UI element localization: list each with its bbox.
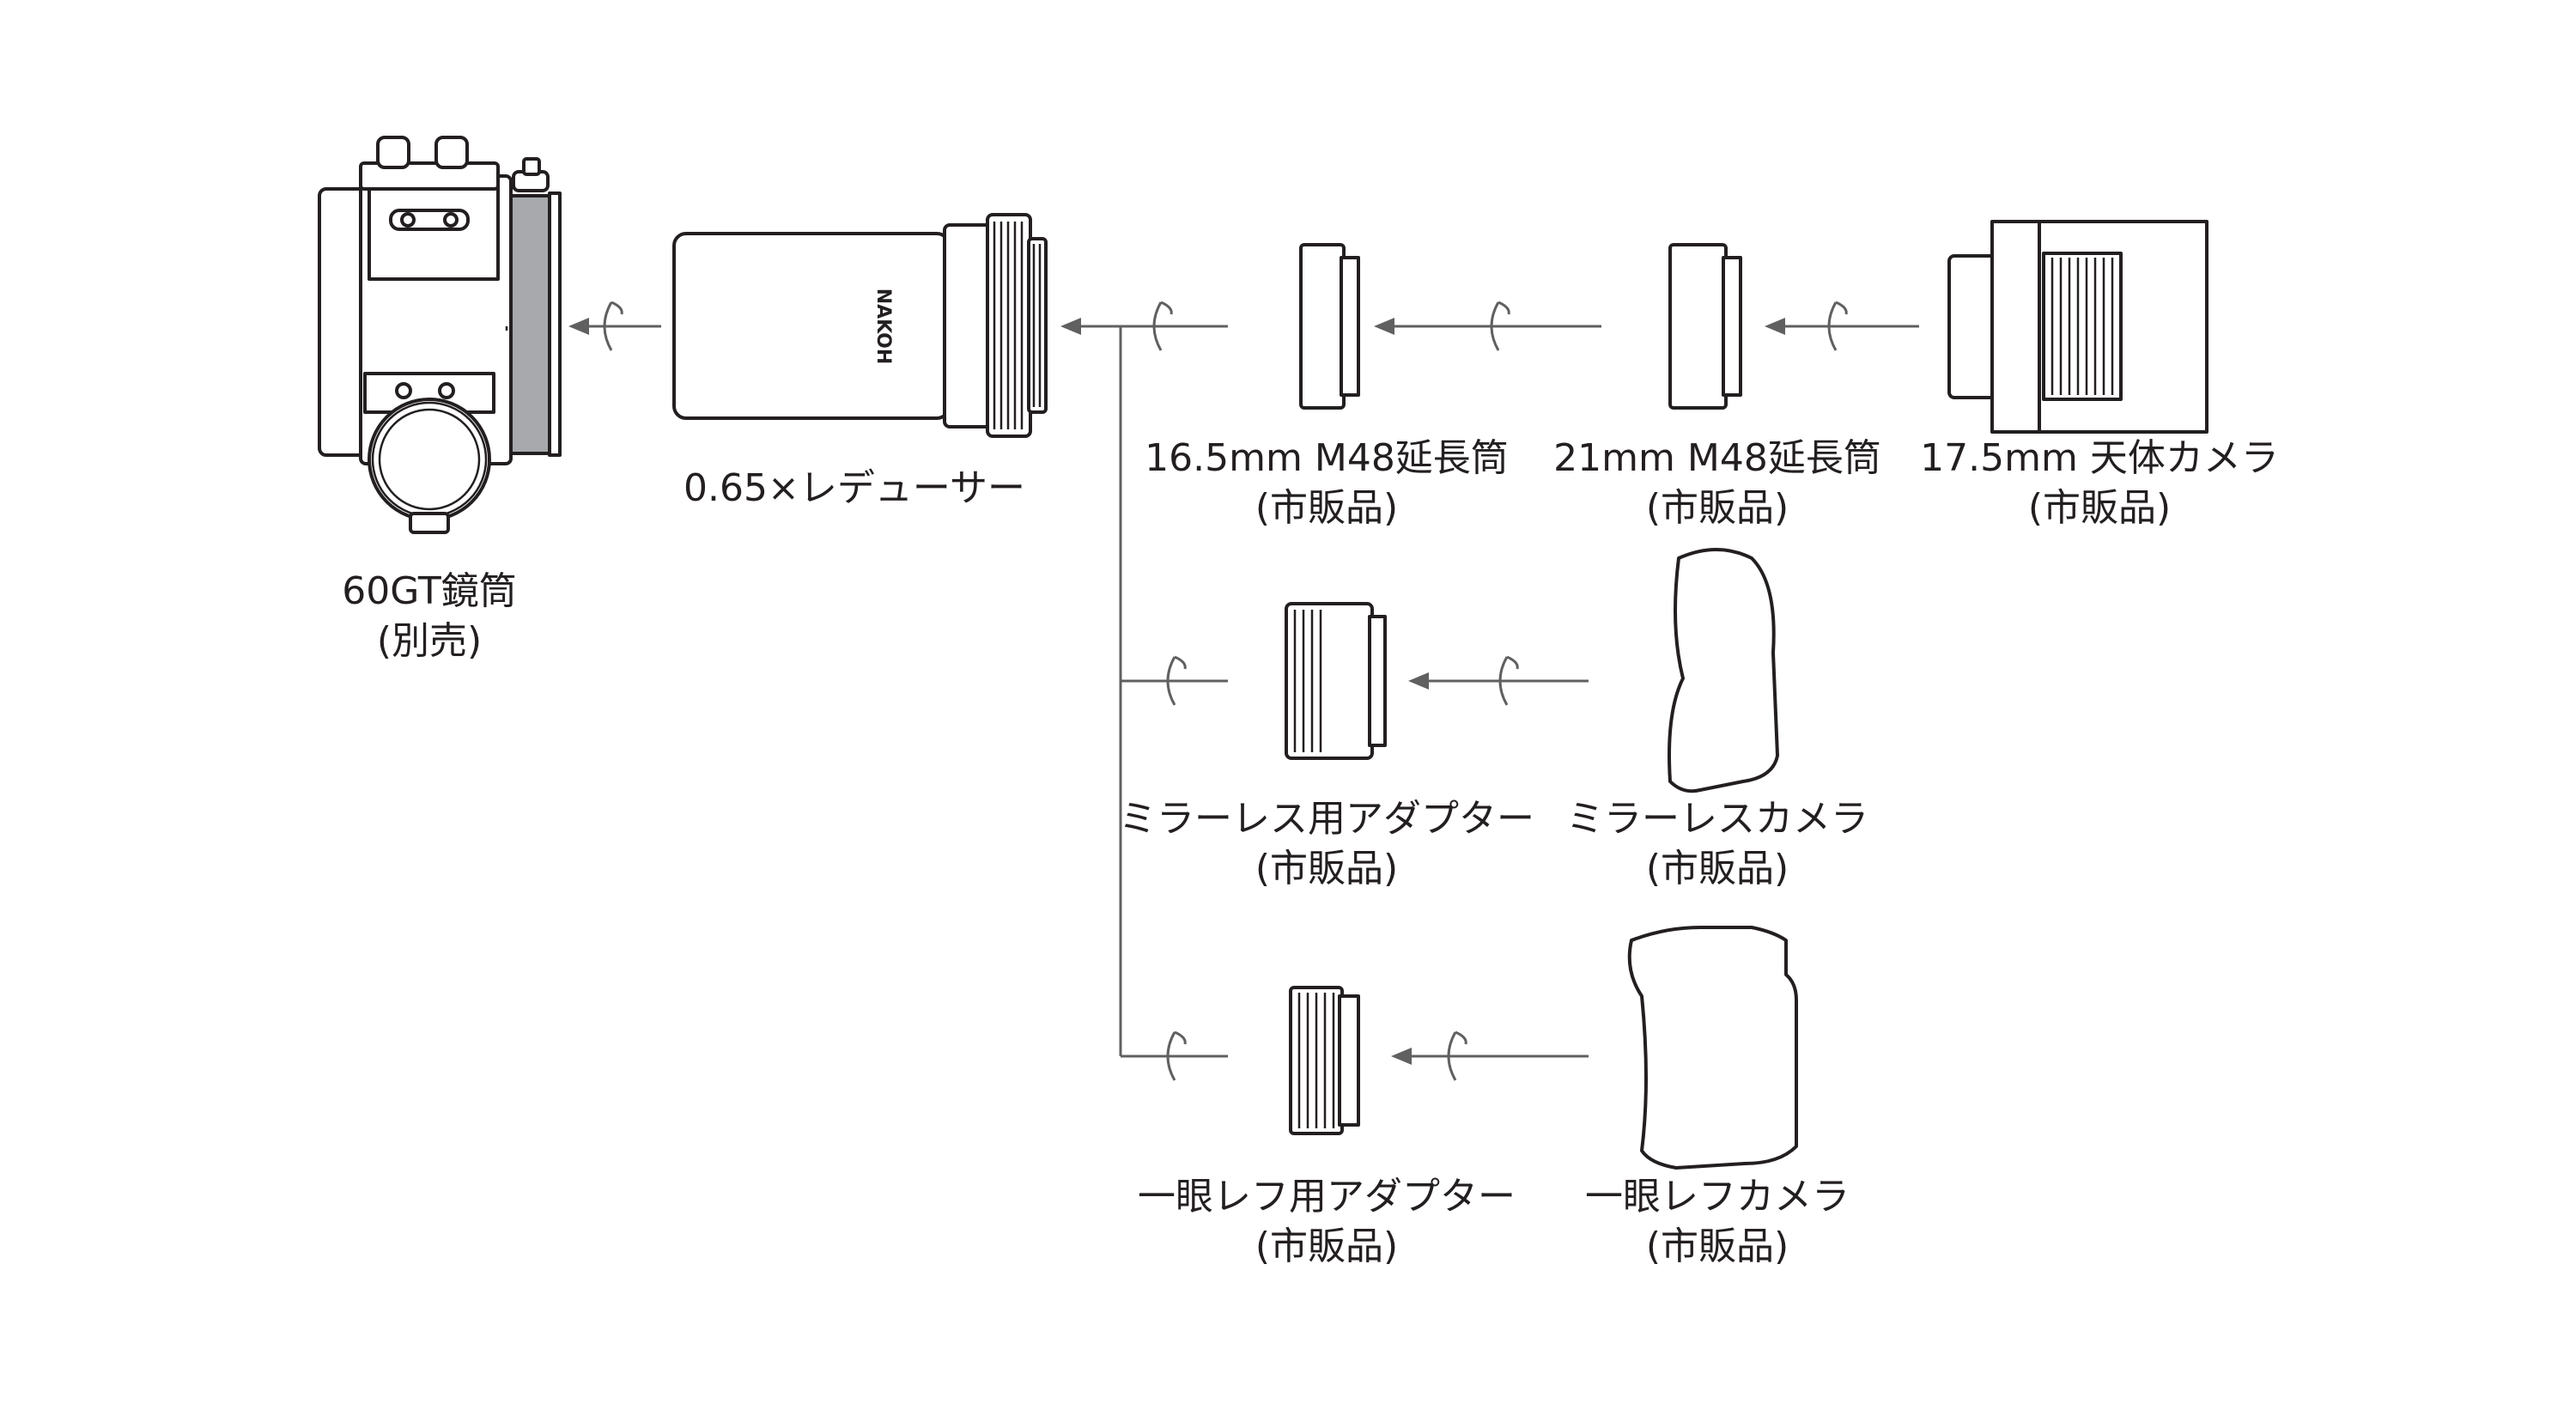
mirrorless-camera-note: (市販品) bbox=[1645, 847, 1789, 890]
scope-name: 60GT鏡筒 bbox=[342, 569, 517, 613]
slr-camera-note: (市販品) bbox=[1645, 1225, 1789, 1268]
extension-16-5-illustration bbox=[1299, 243, 1601, 410]
brand-logo-text: NAKOH bbox=[872, 289, 894, 365]
astro-camera-note: (市販品) bbox=[2027, 486, 2172, 530]
caption-scope: 60GT鏡筒 (別売) bbox=[342, 567, 516, 666]
mirrorless-camera-illustration bbox=[1668, 548, 1779, 793]
arrow-to-scope bbox=[568, 301, 661, 351]
caption-ext-21: 21mm M48延長筒 (市販品) bbox=[1553, 434, 1881, 533]
reducer-name: 0.65×レデューサー bbox=[683, 466, 1025, 510]
caption-mirrorless-camera: ミラーレスカメラ (市販品) bbox=[1566, 794, 1868, 894]
mirrorless-adapter-name: ミラーレス用アダプター bbox=[1119, 797, 1534, 841]
ext-16-5-name: 16.5mm M48延長筒 bbox=[1145, 436, 1509, 480]
slr-camera-name: 一眼レフカメラ bbox=[1585, 1175, 1850, 1219]
mirrorless-camera-name: ミラーレスカメラ bbox=[1566, 797, 1868, 841]
ext-21-name: 21mm M48延長筒 bbox=[1553, 436, 1881, 480]
slr-adapter-note: (市販品) bbox=[1255, 1225, 1399, 1268]
slr-adapter-name: 一眼レフ用アダプター bbox=[1138, 1175, 1516, 1219]
mirrorless-adapter-note: (市販品) bbox=[1255, 847, 1399, 890]
caption-mirrorless-adapter: ミラーレス用アダプター (市販品) bbox=[1119, 794, 1534, 894]
astro-camera-illustration bbox=[1947, 220, 2208, 434]
caption-astro-camera: 17.5mm 天体カメラ (市販品) bbox=[1920, 434, 2279, 533]
scope-note: (別売) bbox=[376, 619, 483, 663]
connection-lines bbox=[1060, 301, 1228, 1081]
astro-camera-name: 17.5mm 天体カメラ bbox=[1920, 436, 2279, 480]
caption-ext-16-5: 16.5mm M48延長筒 (市販品) bbox=[1145, 434, 1509, 533]
caption-slr-camera: 一眼レフカメラ (市販品) bbox=[1585, 1172, 1850, 1272]
reducer-illustration: NAKOH bbox=[672, 213, 1048, 438]
mirrorless-adapter-illustration bbox=[1285, 602, 1589, 760]
ext-21-note: (市販品) bbox=[1645, 486, 1789, 530]
slr-adapter-illustration bbox=[1289, 986, 1589, 1135]
slr-camera-illustration bbox=[1627, 926, 1798, 1170]
extension-21-illustration bbox=[1668, 243, 1919, 410]
caption-slr-adapter: 一眼レフ用アダプター (市販品) bbox=[1138, 1172, 1516, 1272]
caption-reducer: 0.65×レデューサー bbox=[683, 464, 1025, 514]
telescope-tube-illustration bbox=[318, 136, 562, 534]
ext-16-5-note: (市販品) bbox=[1255, 486, 1399, 530]
